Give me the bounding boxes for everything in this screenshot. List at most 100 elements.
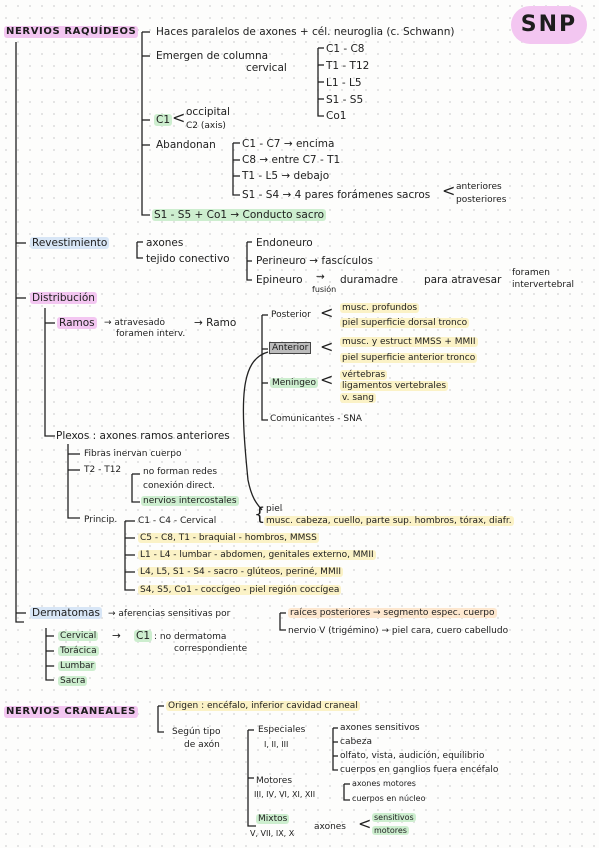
derm-c1: C1 — [134, 630, 153, 642]
plexo-coccigeo: S4, S5, Co1 - coccígeo - piel región coc… — [138, 585, 342, 595]
anterior-2: piel superficie anterior tronco — [340, 353, 478, 363]
meningeo-1: vértebras — [340, 370, 388, 380]
epineuro-text: Epineuro — [256, 274, 303, 286]
anterior-1: musc. y estruct MMSS + MMII — [340, 337, 478, 347]
meningeo-3: v. sang — [340, 393, 376, 403]
plexos-text: Plexos : axones ramos anteriores — [56, 430, 230, 442]
fibras-text: Fibras inervan cuerpo — [84, 449, 182, 459]
arrow: → — [112, 630, 121, 642]
ramos-text: Ramos — [57, 317, 97, 329]
segment-s: S1 - S5 — [326, 94, 364, 106]
mixtos-axones: axones — [314, 822, 347, 832]
de-axon-text: de axón — [184, 740, 220, 750]
distribucion-title: Distribución — [30, 292, 97, 304]
c2-text: C2 (axis) — [186, 121, 226, 131]
fusion-text: fusión — [312, 285, 337, 294]
para-atravesar-text: para atravesar — [424, 274, 502, 286]
segment-l: L1 - L5 — [326, 77, 362, 89]
conducto-sacro-text: S1 - S5 + Co1 → Conducto sacro — [152, 209, 327, 221]
mixtos-text: Mixtos — [256, 814, 290, 824]
conexion-direct: conexión direct. — [143, 481, 216, 491]
raices-posteriores-text: raíces posteriores → segmento espec. cue… — [288, 608, 497, 618]
intervertebral-text: intervertebral — [512, 280, 575, 290]
no-forman-redes: no forman redes — [143, 467, 218, 477]
plexo-cervical-piel: piel — [266, 504, 283, 514]
aferencias-text: → aferencias sensitivas por — [108, 609, 231, 619]
dermatoma-cervical: Cervical — [58, 631, 99, 641]
plexo-cervical-musc: musc. cabeza, cuello, parte sup. hombros… — [264, 516, 514, 526]
trigemino-text: nervio V (trigémino) → piel cara, cuero … — [288, 626, 509, 636]
meningeo-2: ligamentos vertebrales — [340, 381, 449, 391]
especiales-1: axones sensitivos — [340, 723, 420, 733]
mixtos-nums: V, VII, IX, X — [250, 829, 295, 838]
duramadre-text: duramadre — [340, 274, 398, 286]
nervios-intercostales: nervios intercostales — [141, 496, 239, 506]
plexo-sacro: L4, L5, S1 - S4 - sacro - glúteos, perin… — [138, 567, 344, 577]
foramen-text: foramen — [512, 268, 550, 278]
bracket-less: < — [172, 108, 186, 127]
bracket-mixtos: < — [358, 814, 372, 833]
abandonan-2: C8 → entre C7 - T1 — [242, 154, 341, 166]
c1-label: C1 — [154, 114, 173, 126]
posterior-2: piel superficie dorsal tronco — [340, 318, 470, 328]
bracket-anterior: < — [320, 337, 334, 356]
mixtos-sensitivos: sensitivos — [372, 813, 416, 822]
segment-c: C1 - C8 — [326, 43, 365, 55]
motores-text: Motores — [256, 776, 293, 786]
posterior-1: musc. profundos — [340, 303, 420, 313]
especiales-text: Especiales — [258, 725, 306, 735]
segment-co: Co1 — [326, 110, 347, 122]
axones-text: axones — [146, 237, 184, 249]
mixtos-motores: motores — [372, 826, 409, 835]
anteriores-text: anteriores — [456, 182, 502, 192]
abandonan-text: Abandonan — [156, 139, 216, 151]
atravesado-text: → atravesado — [104, 318, 165, 328]
anterior-box: Anterior — [268, 342, 312, 354]
segment-t: T1 - T12 — [326, 60, 370, 72]
tejido-conectivo-text: tejido conectivo — [146, 253, 230, 265]
occipital-text: occipital — [186, 106, 230, 118]
princip-text: Princip. — [84, 515, 118, 525]
foramen-interv-text: foramen interv. — [116, 329, 186, 339]
haces-text: Haces paralelos de axones + cél. neurogl… — [156, 26, 455, 38]
origen-text: Origen : encéfalo, inferior cavidad cran… — [166, 701, 360, 711]
perineuro-text: Perineuro → fascículos — [256, 255, 373, 267]
snp-badge: SNP — [511, 6, 587, 44]
bracket-meningeo: < — [320, 370, 334, 389]
abandonan-4: S1 - S4 → 4 pares forámenes sacros — [242, 189, 431, 201]
nervios-craneales-title: NERVIOS CRANEALES — [4, 706, 138, 718]
plexo-cervical: C1 - C4 - Cervical — [138, 516, 217, 526]
posteriores-text: posteriores — [456, 195, 507, 205]
bracket-posterior: < — [320, 303, 334, 322]
especiales-2: cabeza — [340, 737, 372, 747]
especiales-3: olfato, vista, audición, equilibrio — [340, 751, 485, 761]
no-dermatoma-text: : no dermatoma — [154, 632, 227, 642]
abandonan-1: C1 - C7 → encima — [242, 138, 335, 150]
bracket-less-2: < — [442, 181, 456, 200]
revestimiento-title: Revestimiento — [30, 237, 110, 249]
comunicantes-text: Comunicantes - SNA — [270, 414, 362, 424]
dermatoma-sacra: Sacra — [58, 676, 88, 686]
plexo-lumbar: L1 - L4 - lumbar - abdomen, genitales ex… — [138, 550, 376, 560]
t2-t12-text: T2 - T12 — [84, 465, 122, 475]
posterior-text: Posterior — [271, 310, 311, 320]
emergen-text: Emergen de columna — [156, 50, 269, 62]
correspondiente-text: correspondiente — [174, 644, 248, 654]
segun-tipo-text: Según tipo — [172, 727, 221, 737]
endoneuro-text: Endoneuro — [256, 237, 313, 249]
motores-1: axones motores — [352, 779, 416, 788]
squiggle-arrow: ⇝ — [316, 271, 325, 283]
brace: { — [254, 504, 266, 525]
cervical-text: cervical — [246, 62, 287, 74]
motores-nums: III, IV, VI, XI, XII — [254, 790, 316, 799]
meningeo-text: Meningeo — [270, 378, 318, 388]
abandonan-3: T1 - L5 → debajo — [242, 170, 330, 182]
plexo-braquial: C5 - C8, T1 - braquial - hombros, MMSS — [138, 533, 319, 543]
dermatomas-title: Dermatomas — [30, 607, 103, 619]
dermatoma-lumbar: Lumbar — [58, 661, 97, 671]
especiales-nums: I, II, III — [264, 740, 289, 749]
motores-2: cuerpos en núcleo — [352, 794, 426, 803]
especiales-4: cuerpos en ganglios fuera encéfalo — [340, 765, 499, 775]
nervios-raquideos-title: NERVIOS RAQUÍDEOS — [4, 26, 139, 38]
